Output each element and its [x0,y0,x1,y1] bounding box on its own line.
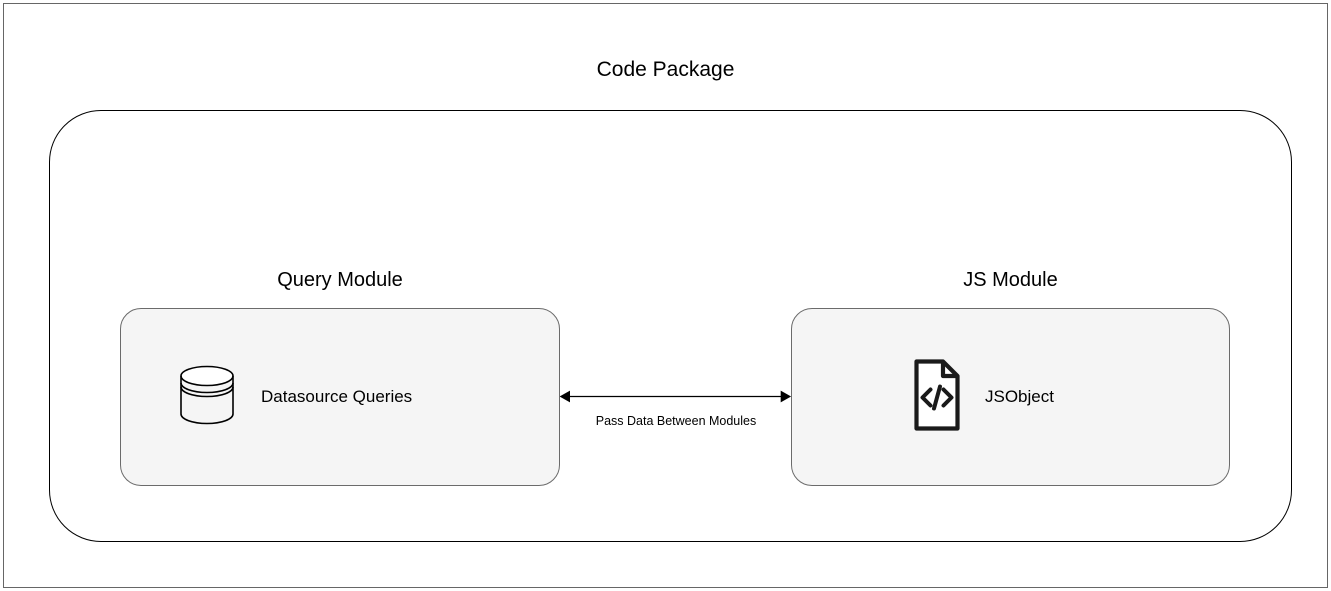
page-title: Code Package [596,58,735,81]
datasource-queries-label: Datasource Queries [261,387,413,406]
code-package-container [49,110,1292,542]
jsobject-label: JSObject [985,387,1054,406]
query-module-box[interactable]: Datasource Queries [120,308,560,486]
query-module-label: Query Module [277,269,403,291]
database-icon [179,364,235,431]
js-module-box[interactable]: JSObject [791,308,1230,486]
module-connector-arrow [559,378,792,416]
connector-label: Pass Data Between Modules [595,414,757,428]
code-file-icon [913,358,961,437]
js-module-label: JS Module [963,269,1058,291]
